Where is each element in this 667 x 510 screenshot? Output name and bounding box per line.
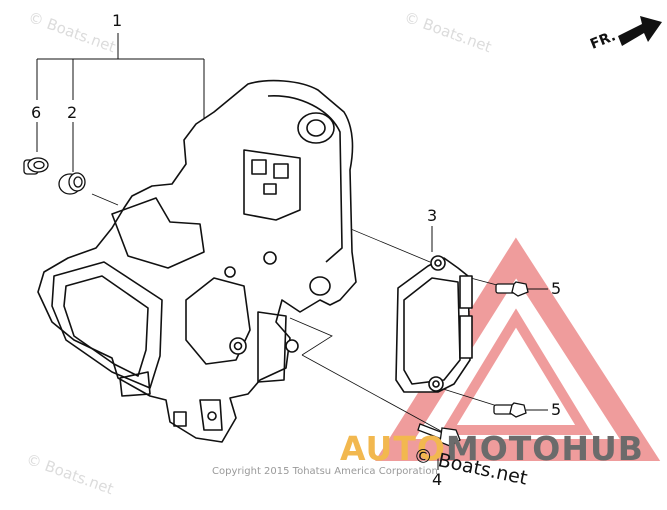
callout-5-lower: 5: [551, 400, 562, 419]
brand-part-auto: AUTO: [340, 429, 446, 468]
part-2-grommet: [58, 172, 86, 195]
forward-arrow-icon: [618, 16, 662, 46]
part-4-bolt: [417, 423, 461, 447]
part-3-module: [395, 255, 473, 393]
part-6-plug: [23, 157, 49, 175]
callout-2: 2: [67, 103, 78, 122]
callout-3: 3: [427, 206, 438, 225]
part-5-bolt-lower: [493, 402, 527, 418]
brand-part-hub: HUB: [561, 429, 644, 468]
part-5-bolt-upper: [495, 281, 529, 297]
brand-logo-text: AUTOMOTOHUB: [340, 429, 644, 468]
callout-leaders: [36, 33, 548, 470]
part-1-housing: [37, 79, 357, 443]
copyright-text: Copyright 2015 Tohatsu America Corporati…: [212, 466, 438, 477]
brand-part-moto: MOTO: [445, 429, 562, 468]
callout-1: 1: [112, 11, 123, 30]
callout-4: 4: [432, 470, 443, 489]
assembly-guides: [91, 193, 513, 437]
callout-5-upper: 5: [551, 279, 562, 298]
callout-6: 6: [31, 103, 42, 122]
